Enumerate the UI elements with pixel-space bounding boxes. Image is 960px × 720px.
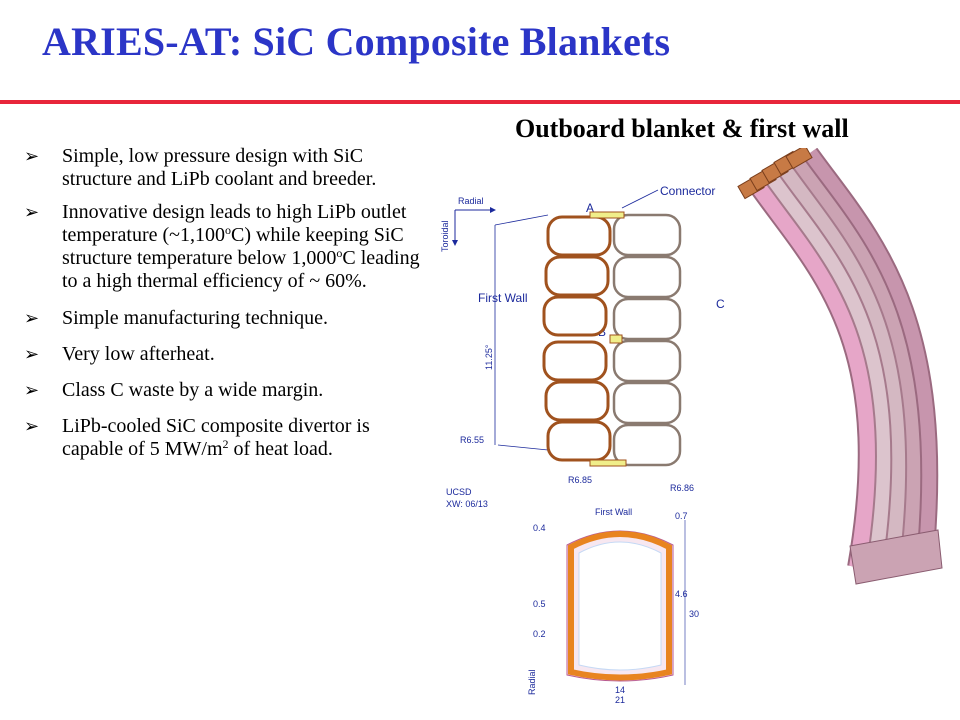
dimension-label: 14	[615, 685, 625, 695]
dimension-label: 21	[615, 695, 625, 705]
blanket-modules	[749, 148, 939, 571]
section-first-wall-label: First Wall	[595, 507, 632, 517]
dimension-label: 30	[689, 609, 699, 619]
arrow-bullet-icon: ➢	[24, 416, 40, 437]
dimension-label: 0.2	[533, 629, 546, 639]
radius-label: R6.85	[568, 475, 592, 485]
bullet-item: ➢ Simple, low pressure design with SiC s…	[24, 145, 434, 191]
point-c-label: C	[716, 297, 725, 311]
bullet-item: ➢ Simple manufacturing technique.	[24, 307, 434, 330]
arrow-bullet-icon: ➢	[24, 380, 40, 401]
blanket-3d-render	[737, 148, 943, 585]
toroidal-axis-label: Toroidal	[440, 220, 450, 252]
section-radial-label: Radial	[527, 669, 537, 695]
slide-title: ARIES-AT: SiC Composite Blankets	[42, 19, 671, 64]
coolant-ports	[737, 148, 813, 200]
arrow-bullet-icon: ➢	[24, 202, 40, 223]
first-wall-channels	[542, 215, 612, 462]
bullet-text: LiPb-cooled SiC composite divertor is ca…	[62, 415, 370, 460]
point-a-label: A	[586, 201, 594, 215]
connector-label: Connector	[660, 184, 715, 198]
bullet-text: Innovative design leads to high LiPb out…	[62, 201, 420, 292]
bullet-item: ➢ Innovative design leads to high LiPb o…	[24, 201, 434, 293]
figure-subtitle: Outboard blanket & first wall	[515, 114, 849, 143]
dimension-label: 4.6	[675, 589, 688, 599]
angle-label: 11.25°	[484, 344, 494, 370]
organization-label: UCSD	[446, 487, 472, 497]
connector-strips	[589, 211, 627, 467]
arrow-bullet-icon: ➢	[24, 146, 40, 167]
dimension-label: 0.7	[675, 511, 688, 521]
radial-axis-label: Radial	[458, 196, 484, 206]
arrow-bullet-icon: ➢	[24, 344, 40, 365]
first-wall-section-drawing: First Wall 0.4 0.7 0.5 0.2 4.6 30 14 21 …	[527, 507, 699, 705]
bullet-list: ➢ Simple, low pressure design with SiC s…	[24, 145, 434, 461]
radius-label: R6.86	[670, 483, 694, 493]
dimension-label: 0.5	[533, 599, 546, 609]
bullet-item: ➢ Very low afterheat.	[24, 343, 434, 366]
bullet-text: Very low afterheat.	[62, 343, 215, 365]
title-divider	[0, 100, 960, 104]
author-date-label: XW: 06/13	[446, 499, 488, 509]
bullet-text: Simple manufacturing technique.	[62, 307, 329, 329]
bullet-text: Class C waste by a wide margin.	[62, 379, 324, 401]
first-wall-label: First Wall	[478, 291, 528, 305]
blanket-cross-section-drawing: Radial Toroidal First Wall 11.25° R6.55 …	[440, 184, 725, 509]
back-channels	[612, 213, 682, 467]
bullet-text: Simple, low pressure design with SiC str…	[62, 145, 377, 190]
bullet-item: ➢ LiPb-cooled SiC composite divertor is …	[24, 415, 434, 461]
radius-label: R6.55	[460, 435, 484, 445]
dimension-label: 0.4	[533, 523, 546, 533]
bullet-item: ➢ Class C waste by a wide margin.	[24, 379, 434, 402]
arrow-bullet-icon: ➢	[24, 308, 40, 329]
blanket-base	[849, 529, 943, 585]
section-sic-wall	[568, 531, 672, 681]
